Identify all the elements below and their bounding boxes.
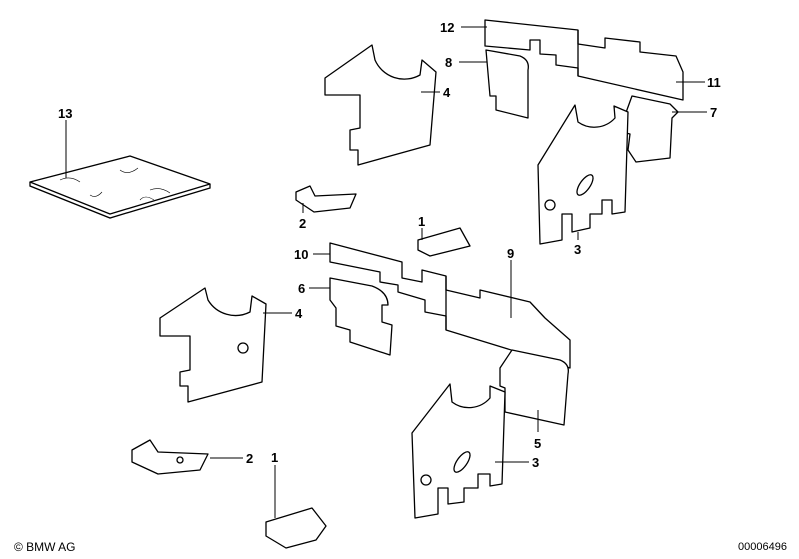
copyright-label: © BMW AG (14, 540, 76, 554)
part-4-upper-panel[interactable] (324, 44, 437, 166)
part-3-lower-panel[interactable] (411, 383, 506, 519)
callout-7: 7 (710, 105, 717, 120)
part-6-pad[interactable] (329, 277, 393, 356)
part-2-upper-bracket[interactable] (295, 185, 357, 213)
part-3-upper-panel[interactable] (537, 104, 629, 245)
callout-3-lower: 3 (532, 455, 539, 470)
callout-8: 8 (445, 55, 452, 70)
callout-9: 9 (507, 246, 514, 261)
part-10-9-lower-strip[interactable] (329, 242, 571, 369)
callout-10: 10 (294, 247, 308, 262)
callout-12: 12 (440, 20, 454, 35)
callout-4-lower: 4 (295, 306, 303, 321)
part-1-upper-bracket[interactable] (417, 227, 471, 257)
callout-11: 11 (707, 75, 721, 90)
callout-2-upper: 2 (299, 216, 306, 231)
leader-lines (65, 26, 707, 518)
callout-6: 6 (298, 281, 305, 296)
callout-1-upper: 1 (418, 214, 425, 229)
callout-4-upper: 4 (443, 85, 451, 100)
image-number: 00006496 (738, 541, 787, 553)
part-12-11-upper-strip[interactable] (484, 19, 684, 101)
callout-13: 13 (58, 106, 72, 121)
part-13-mat[interactable] (29, 155, 211, 219)
callout-5: 5 (534, 436, 541, 451)
part-8-pad[interactable] (485, 49, 529, 119)
callout-2-lower: 2 (246, 451, 253, 466)
part-1-lower-bracket[interactable] (265, 507, 327, 549)
part-7-pad[interactable] (621, 95, 679, 163)
part-2-lower-bracket[interactable] (131, 439, 209, 475)
callout-1-lower: 1 (271, 450, 278, 465)
part-4-lower-panel[interactable] (159, 287, 267, 403)
callout-3-upper: 3 (574, 242, 581, 257)
part-5-pad[interactable] (499, 349, 569, 426)
